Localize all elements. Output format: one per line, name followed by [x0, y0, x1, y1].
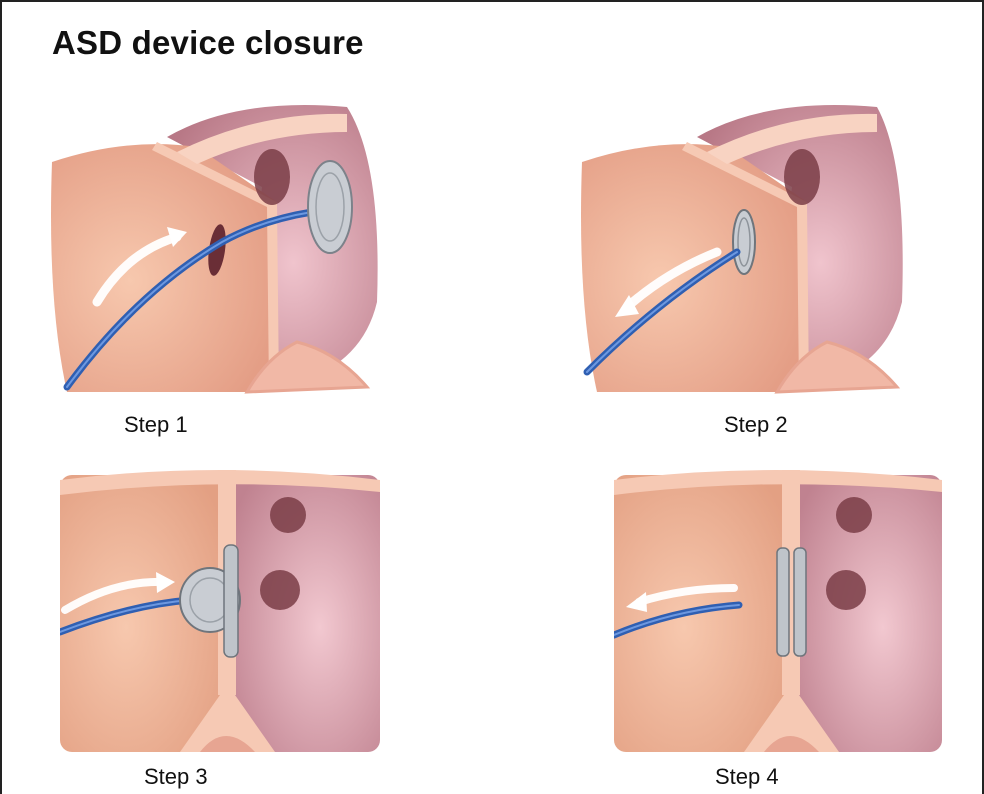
step-4-caption: Step 4 — [715, 764, 779, 790]
figure-title: ASD device closure — [52, 24, 364, 62]
step-3-illustration — [60, 460, 380, 752]
step-1-caption: Step 1 — [124, 412, 188, 438]
step-2-caption: Step 2 — [724, 412, 788, 438]
step-3-caption: Step 3 — [144, 764, 208, 790]
step-2-illustration — [577, 102, 907, 397]
step-4-illustration — [614, 460, 942, 752]
step-1-illustration — [47, 102, 387, 397]
